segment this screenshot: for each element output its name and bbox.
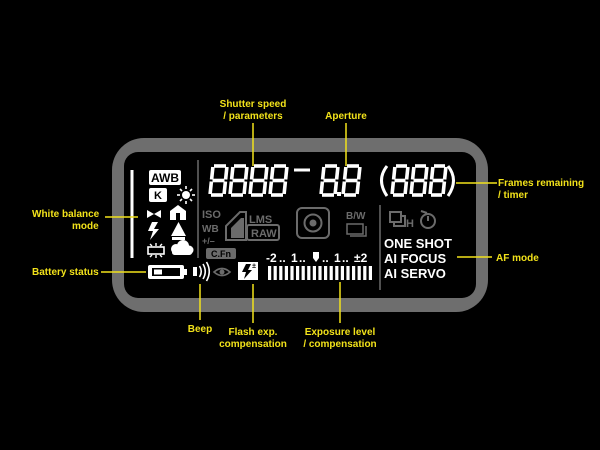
flash-wb-icon — [148, 222, 159, 240]
exposure-minus2: -2 — [266, 251, 277, 265]
label-shutter-speed: Shutter speed — [220, 99, 287, 110]
metering-icon — [296, 207, 330, 239]
shutter-digit-0 — [208, 164, 229, 197]
exposure-bar-15 — [352, 266, 356, 280]
exposure-bar-12 — [335, 266, 339, 280]
exposure-plus1: 1 — [334, 251, 341, 265]
af-ai-servo: AI SERVO — [384, 266, 446, 281]
k-box — [149, 188, 167, 202]
cfn-label: C.Fn — [211, 249, 231, 259]
exposure-bar-8 — [312, 266, 316, 280]
label-flash-exp: Flash exp. — [229, 327, 278, 338]
exposure-bar-7 — [307, 266, 311, 280]
label-frames-remaining: Frames remaining — [498, 178, 584, 189]
wb-adjust-label: +/– — [202, 236, 215, 246]
bw-label: B/W — [346, 211, 366, 222]
custom-wb-icon — [171, 222, 186, 240]
flash-comp-sign: ± — [252, 263, 256, 270]
exposure-dots-2: .. — [299, 251, 306, 265]
label-wb-mode: mode — [72, 221, 99, 232]
exposure-bar-1 — [273, 266, 277, 280]
label-exposure-level: Exposure level — [305, 327, 376, 338]
exposure-bar-17 — [363, 266, 367, 280]
exposure-dots-4: .. — [342, 251, 349, 265]
label-aperture: Aperture — [325, 111, 367, 122]
exposure-bar-16 — [357, 266, 361, 280]
frames-bracket-right — [446, 165, 455, 197]
frames-digit-2 — [428, 164, 448, 197]
exposure-level-bars — [268, 266, 372, 280]
picture-style-icon — [346, 223, 367, 237]
exposure-zero-marker — [313, 252, 319, 262]
label-battery: Battery status — [32, 267, 99, 278]
exposure-dots-3: .. — [322, 251, 329, 265]
exposure-plus2: ±2 — [354, 251, 368, 265]
af-ai-focus: AI FOCUS — [384, 251, 446, 266]
exposure-bar-18 — [368, 266, 372, 280]
exposure-bar-13 — [340, 266, 344, 280]
awb-label: AWB — [151, 171, 179, 185]
raw-label: RAW — [251, 228, 277, 240]
awb-box — [149, 170, 181, 185]
exposure-bar-5 — [296, 266, 300, 280]
shutter-speed-display — [208, 164, 289, 197]
shutter-digit-3 — [268, 164, 289, 197]
af-one-shot: ONE SHOT — [384, 236, 452, 251]
label-exposure-comp: / compensation — [303, 339, 376, 350]
aperture-decimal-point — [337, 192, 341, 196]
exposure-bar-2 — [279, 266, 283, 280]
exposure-bar-14 — [346, 266, 350, 280]
frames-remaining-display — [390, 164, 448, 197]
lms-label: LMS — [249, 214, 272, 226]
fluorescent-icon — [147, 243, 165, 258]
aperture-digit-1 — [341, 164, 362, 197]
quality-indicator: LMS RAW — [225, 211, 280, 241]
self-timer-icon — [420, 210, 436, 229]
label-flash-comp: compensation — [219, 339, 287, 350]
frames-bracket-left — [380, 165, 389, 197]
label-beep: Beep — [188, 324, 212, 335]
red-eye-icon — [212, 267, 232, 277]
shutter-digit-2 — [248, 164, 269, 197]
exposure-bar-0 — [268, 266, 272, 280]
aperture-digit-0 — [319, 164, 340, 197]
drive-high-label: H — [406, 218, 414, 230]
flash-comp-icon: ± — [238, 262, 258, 280]
beep-icon — [193, 261, 211, 282]
exposure-minus1: 1 — [291, 251, 298, 265]
label-shutter-params: / parameters — [223, 111, 283, 122]
kelvin-label: K — [154, 190, 162, 202]
frames-digit-1 — [409, 164, 429, 197]
iso-label: ISO — [202, 209, 221, 221]
exposure-bar-10 — [324, 266, 328, 280]
aperture-display — [319, 164, 362, 197]
label-white-balance: White balance — [32, 209, 100, 220]
frames-digit-0 — [390, 164, 410, 197]
exposure-dots-1: .. — [279, 251, 286, 265]
exposure-bar-4 — [290, 266, 294, 280]
shade-icon — [170, 205, 186, 220]
label-af-mode: AF mode — [496, 253, 539, 264]
shutter-digit-1 — [228, 164, 249, 197]
exposure-bar-3 — [284, 266, 288, 280]
tungsten-icon — [147, 210, 161, 218]
exposure-bar-6 — [301, 266, 305, 280]
wb-bracket-label: WB — [202, 224, 219, 235]
exposure-bar-11 — [329, 266, 333, 280]
cloudy-icon — [171, 240, 194, 255]
battery-icon — [148, 265, 187, 279]
cfn-box — [206, 248, 236, 259]
exposure-bar-9 — [318, 266, 322, 280]
drive-icon — [389, 211, 406, 227]
label-timer: / timer — [498, 190, 528, 201]
daylight-icon — [177, 186, 195, 204]
